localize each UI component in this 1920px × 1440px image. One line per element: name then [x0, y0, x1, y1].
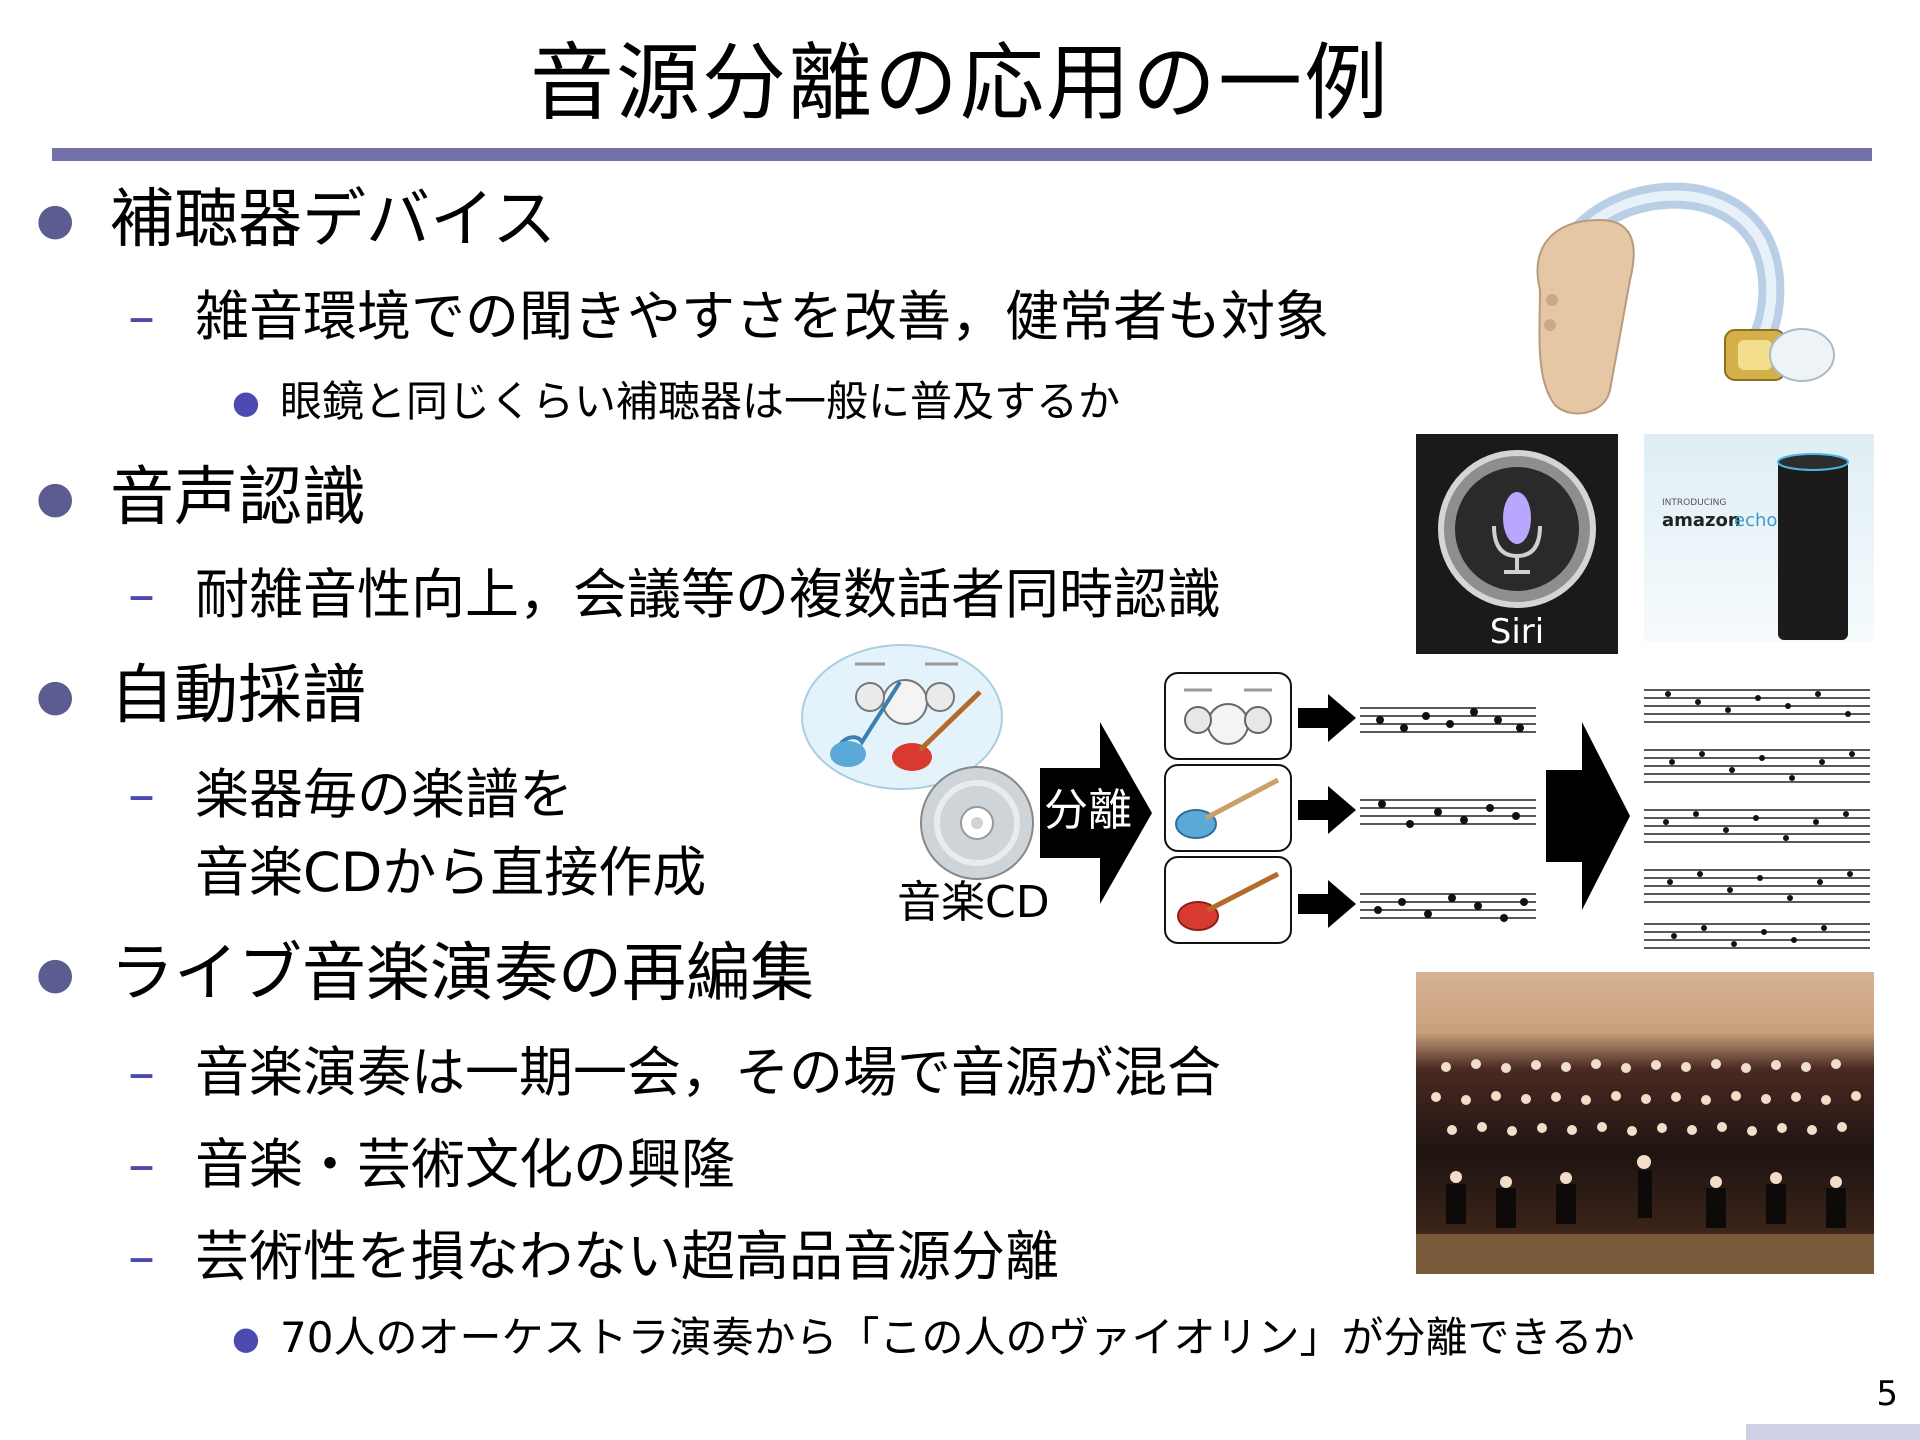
instruments-bubble	[801, 644, 1003, 790]
siri-image: Siri	[1416, 434, 1618, 654]
title-divider	[52, 148, 1872, 161]
section-heading-hearing-aid: 補聴器デバイス	[110, 183, 557, 257]
bullet-dash: –	[128, 563, 155, 626]
electric-guitar-icon	[892, 690, 982, 771]
bullet-small: ●	[232, 383, 260, 421]
electric-guitar-box	[1164, 856, 1292, 944]
amazon-echo-image: INTRODUCING amazon echo	[1644, 434, 1874, 642]
echo-intro-label: INTRODUCING	[1662, 498, 1727, 508]
amazon-echo-icon	[1777, 453, 1849, 640]
drum-kit-icon	[1184, 688, 1272, 745]
bullet-dot: ●	[36, 194, 75, 245]
bass-guitar-icon	[830, 680, 902, 767]
sub-item-live-1: 音楽演奏は一期一会，その場で音源が混合	[195, 1041, 1221, 1104]
cd-label: 音楽CD	[897, 877, 1050, 928]
echo-brand-label: amazon	[1662, 510, 1741, 531]
separation-arrow	[1040, 722, 1152, 904]
orchestra-photo	[1416, 972, 1874, 1274]
sub-item-speech-recognition: 耐雑音性向上，会議等の複数話者同時認識	[195, 563, 1221, 626]
bullet-dash: –	[128, 1133, 155, 1196]
arrow-right-icon	[1546, 722, 1630, 910]
bullet-small: ●	[232, 1319, 260, 1357]
subsub-item-live: 70人のオーケストラ演奏から「この人のヴァイオリン」が分離できるか	[280, 1313, 1635, 1362]
bass-guitar-box	[1164, 764, 1292, 852]
bullet-dash: –	[128, 763, 155, 826]
arrow-right-icon	[1298, 786, 1356, 834]
drum-kit-box	[1164, 672, 1292, 760]
subsub-item-hearing-aid: 眼鏡と同じくらい補聴器は一般に普及するか	[280, 377, 1121, 426]
bullet-dot: ●	[36, 472, 75, 523]
full-score-icon	[1638, 672, 1874, 958]
bullet-dash: –	[128, 1225, 155, 1288]
bullet-dot: ●	[36, 948, 75, 999]
footer-accent-bar	[1746, 1424, 1920, 1440]
section-heading-live-music: ライブ音楽演奏の再編集	[110, 937, 814, 1011]
bullet-dot: ●	[36, 670, 75, 721]
music-cd-icon	[920, 766, 1034, 880]
separation-label: 分離	[1044, 785, 1132, 836]
arrow-right-icon	[1298, 880, 1356, 928]
section-heading-transcription: 自動採譜	[110, 659, 366, 733]
sub-item-transcription-line2: 音楽CDから直接作成	[195, 841, 707, 904]
sub-item-transcription-line1: 楽器毎の楽譜を	[195, 763, 573, 826]
echo-product-label: echo	[1734, 510, 1778, 531]
score-icon	[1360, 799, 1536, 828]
section-heading-speech-recognition: 音声認識	[110, 461, 366, 535]
siri-microphone-icon	[1438, 450, 1596, 608]
sub-item-live-3: 芸術性を損なわない超高品音源分離	[195, 1225, 1059, 1288]
orchestra-crowd-icon	[1416, 1059, 1874, 1274]
score-icon	[1360, 893, 1536, 922]
page-title: 音源分離の応用の一例	[529, 34, 1390, 132]
sub-item-live-2: 音楽・芸術文化の興隆	[195, 1133, 735, 1196]
bullet-dash: –	[128, 1041, 155, 1104]
electric-guitar-icon	[1177, 871, 1280, 931]
siri-label: Siri	[1489, 612, 1545, 652]
sub-item-hearing-aid: 雑音環境での聞きやすさを改善，健常者も対象	[195, 285, 1329, 348]
bullet-dash: –	[128, 285, 155, 348]
hearing-aid-icon	[1536, 182, 1835, 415]
score-icon	[1360, 707, 1536, 733]
page-number: 5	[1876, 1374, 1898, 1414]
arrow-right-icon	[1298, 694, 1356, 742]
bass-guitar-icon	[1175, 777, 1280, 839]
